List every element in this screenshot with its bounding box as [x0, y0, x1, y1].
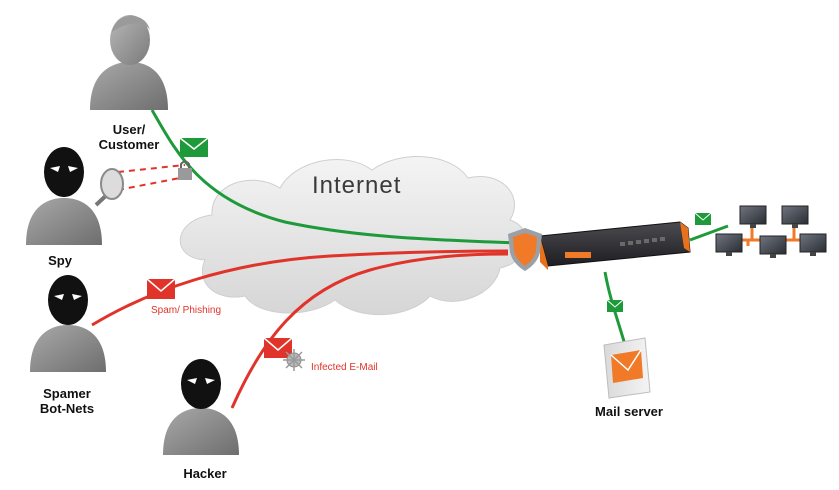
mail-server-label: Mail server: [595, 404, 663, 419]
hacker-label: Hacker: [183, 466, 227, 481]
hacker-figure: [163, 359, 239, 455]
magnifier-icon: [94, 168, 124, 207]
lan-envelope-icon: [694, 212, 712, 225]
lock-icon: [178, 160, 192, 180]
monitor-icon: [759, 235, 787, 258]
lan-connection-line: [689, 224, 729, 242]
user-customer-label: User/ Customer: [98, 122, 160, 152]
spamer-figure: [30, 275, 106, 372]
virus-icon: [283, 349, 305, 371]
internet-label: Internet: [312, 172, 402, 199]
spy-figure: [26, 147, 124, 245]
spam-phishing-label: Spam/ Phishing: [151, 305, 222, 316]
user-connection-line: [150, 109, 519, 245]
monitor-icon: [715, 233, 743, 256]
hacker-connection-line: [230, 252, 509, 409]
spamer-label: Spamer Bot-Nets: [39, 386, 95, 416]
infected-email-label: Infected E-Mail: [311, 362, 378, 373]
user-figure: [90, 15, 168, 110]
mail-server-icon: [603, 337, 651, 399]
monitor-icon: [799, 233, 827, 256]
lan-network: [715, 205, 827, 258]
spy-label: Spy: [48, 253, 72, 268]
shield-icon: [508, 228, 542, 271]
monitor-icon: [781, 205, 809, 228]
infected-envelope-icon: [263, 337, 293, 358]
spy-eavesdrop-line: [117, 164, 186, 191]
monitor-icon: [739, 205, 767, 228]
internet-cloud: [179, 156, 527, 316]
security-appliance: [539, 221, 691, 270]
spam-envelope-icon: [146, 278, 176, 299]
green-envelope-icon: [179, 137, 209, 157]
mail-server-envelope-icon: [606, 299, 624, 312]
